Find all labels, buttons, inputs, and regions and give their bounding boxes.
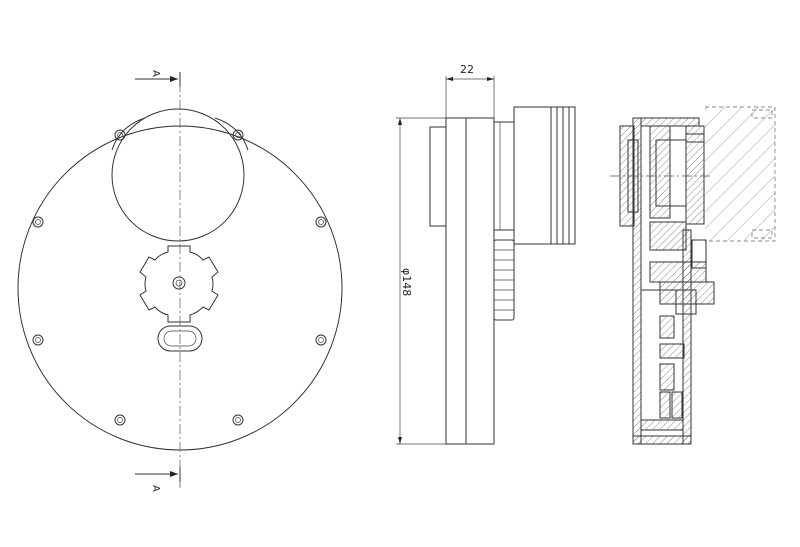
camera-detail-top bbox=[751, 109, 773, 119]
section-view bbox=[610, 106, 776, 445]
section-wheel-hub bbox=[649, 221, 687, 251]
section-housing-bottom bbox=[632, 435, 692, 445]
section-bearing bbox=[675, 289, 697, 315]
side-view: 22 φ148 bbox=[396, 63, 576, 445]
bolt bbox=[232, 414, 244, 426]
section-barrel-right bbox=[685, 125, 705, 225]
side-body bbox=[445, 117, 495, 445]
bolt bbox=[114, 414, 126, 426]
section-wheel-rim-lower bbox=[659, 343, 685, 359]
bolt bbox=[32, 216, 44, 228]
side-filter-plate bbox=[429, 126, 447, 227]
section-housing-top bbox=[640, 117, 700, 127]
side-gear-teeth bbox=[494, 249, 514, 311]
adapter-body bbox=[513, 106, 552, 245]
section-shaft-housing bbox=[649, 261, 707, 283]
drive-gear bbox=[139, 245, 219, 323]
dim-width-label: 22 bbox=[460, 63, 474, 76]
lens-barrel-circle bbox=[111, 108, 245, 242]
gear-hub-inner bbox=[175, 279, 183, 287]
dim-diameter-label: φ148 bbox=[400, 268, 413, 296]
bolt bbox=[32, 334, 44, 346]
section-filter-slot-2 bbox=[659, 391, 671, 419]
camera-detail-bottom bbox=[751, 229, 773, 239]
housing-bulge bbox=[111, 117, 249, 151]
section-filter-slot-1 bbox=[659, 363, 675, 391]
section-wheel-rim-upper bbox=[659, 315, 675, 339]
section-bottom-rib bbox=[640, 419, 684, 431]
adapter-threads bbox=[550, 106, 576, 245]
front-view: A A bbox=[17, 70, 343, 492]
rim-bolts bbox=[32, 129, 327, 426]
camera-body-phantom bbox=[705, 107, 775, 241]
section-filter-slot-3 bbox=[671, 391, 683, 419]
section-label-bottom: A bbox=[150, 485, 161, 492]
section-label-top: A bbox=[150, 70, 161, 77]
camera-body-outline bbox=[705, 106, 776, 242]
bolt bbox=[315, 216, 327, 228]
section-barrel-outer bbox=[649, 125, 671, 219]
section-shaft bbox=[659, 281, 715, 305]
adapter-flange bbox=[493, 121, 515, 231]
gear-hub bbox=[172, 276, 186, 290]
bolt bbox=[315, 334, 327, 346]
